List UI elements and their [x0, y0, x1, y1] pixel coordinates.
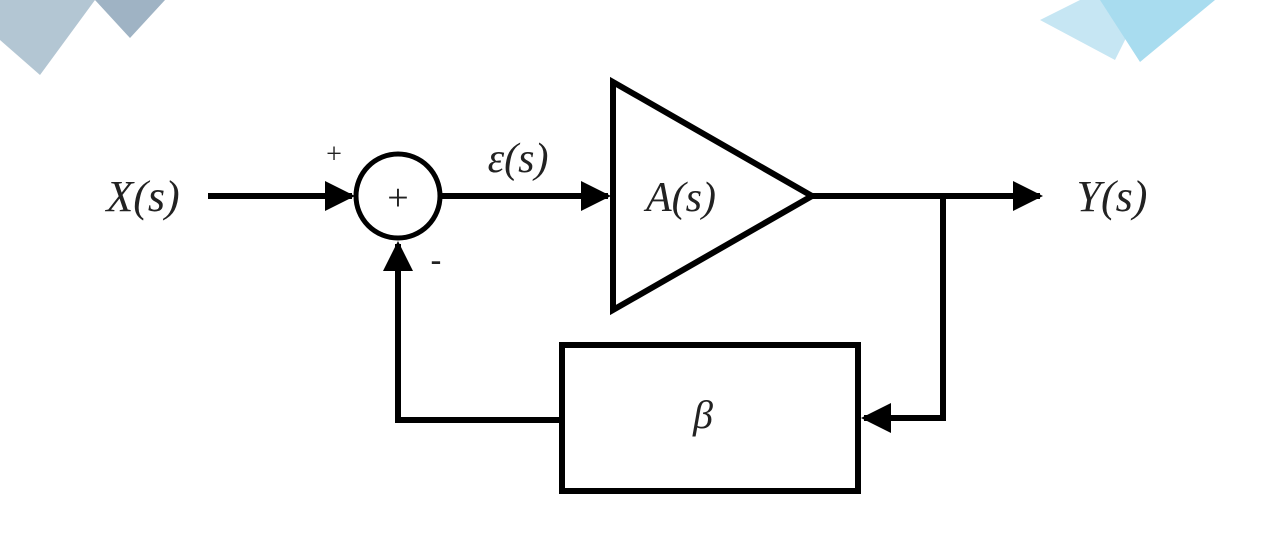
- feedback-label: β: [692, 392, 713, 437]
- plus-input-sign: +: [326, 139, 342, 170]
- feedback-return-line: [383, 241, 559, 423]
- input-label: X(s): [104, 172, 179, 221]
- output-label: Y(s): [1077, 172, 1148, 221]
- feedback-block: [559, 342, 861, 494]
- minus-feedback-sign: -: [431, 241, 442, 277]
- corner-decoration-right: [1040, 0, 1215, 62]
- feedback-tap-line: [861, 196, 946, 433]
- amplifier-block: [610, 76, 819, 316]
- summing-junction-symbol: +: [387, 177, 408, 219]
- corner-decoration-left: [0, 0, 165, 75]
- error-signal-label: ε(s): [488, 136, 549, 182]
- amplifier-label: A(s): [643, 175, 716, 221]
